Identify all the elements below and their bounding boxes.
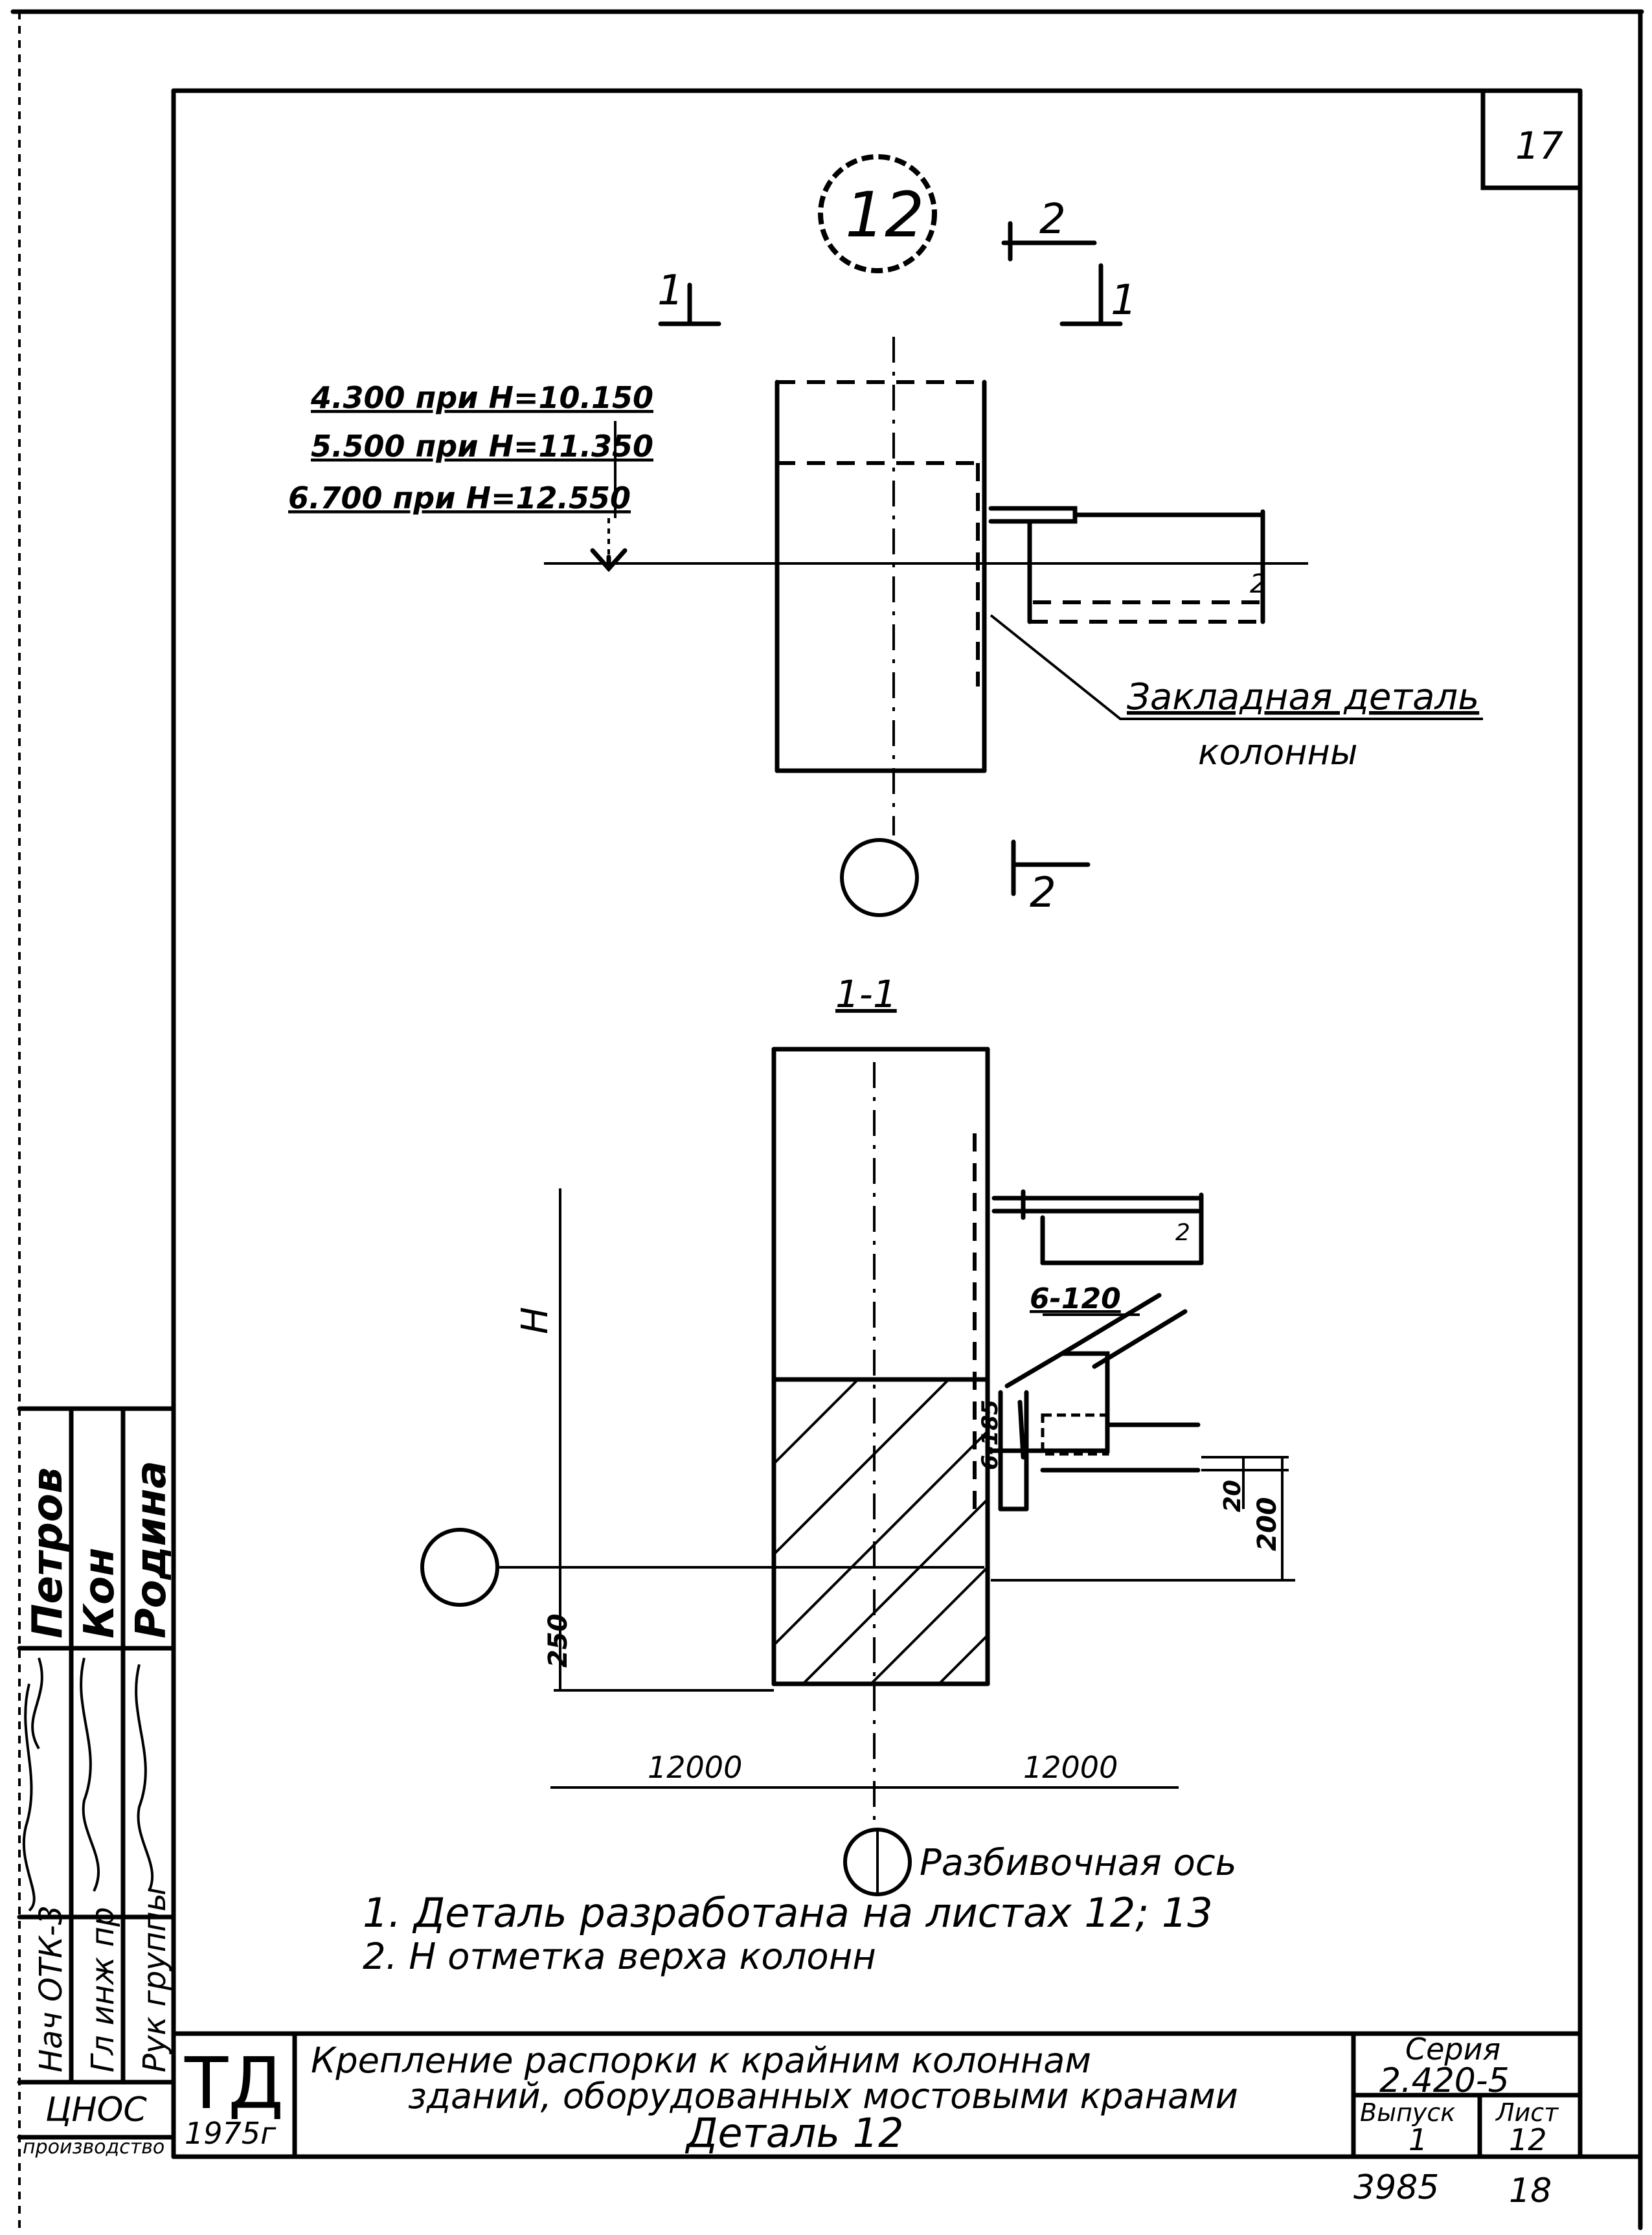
span-right: 12000: [1023, 1750, 1118, 1785]
cut-2-top-label: 2: [1039, 196, 1066, 244]
concrete-hatching: [773, 1378, 989, 1685]
stamp-org-2: производство: [23, 2136, 164, 2159]
embedded-part-label-2: колонны: [1198, 732, 1357, 773]
cut-2-bottom-label: 2: [1030, 869, 1056, 917]
left-stamp: Петров Кон Родина Нач ОТК-3 Гл инж пр Ру…: [17, 1406, 176, 2159]
cut-1-right-label: 1: [1111, 277, 1137, 324]
sheet-edges: [10, 9, 1644, 2230]
elevation-note-3: 6.700 при Н=12.550: [288, 481, 631, 516]
detail-marker: 12: [818, 154, 937, 273]
elevation-note-2: 5.500 при Н=11.350: [311, 429, 653, 464]
cut-1-left-label: 1: [657, 267, 684, 315]
signature-mark: [22, 1657, 43, 1912]
dim-20: 20: [1219, 1480, 1246, 1512]
issue-label: Выпуск: [1360, 2098, 1455, 2127]
embedded-part-label: Закладная деталь: [1127, 676, 1479, 718]
stamp-sign-1: Петров: [24, 1468, 72, 1639]
stamp-year: 1975г: [185, 2116, 277, 2151]
signature-mark-3: [135, 1664, 154, 1892]
notes: 1. Деталь разработана на листах 12; 13 2…: [363, 1889, 1213, 1978]
title-line-2: зданий, оборудованных мостовыми кранами: [408, 2076, 1238, 2116]
drawing-frame: [171, 88, 1643, 2159]
logo-td: ТД: [184, 2042, 284, 2125]
plan-view: 2 Закладная деталь колонны: [544, 337, 1483, 835]
plate-label-1: 6-120: [1030, 1282, 1121, 1315]
section-title: 1-1: [835, 972, 897, 1016]
stamp-sign-2: Кон: [76, 1548, 124, 1639]
elevation-note-1: 4.300 при Н=10.150: [310, 380, 653, 415]
dim-250: 250: [543, 1614, 573, 1668]
archive-sheet: 18: [1509, 2172, 1552, 2210]
issue-value: 1: [1409, 2122, 1427, 2157]
sheet-label: Лист: [1495, 2098, 1559, 2127]
sheet-number: 17: [1515, 124, 1563, 168]
stamp-sign-3: Родина: [128, 1460, 175, 1639]
axis-bubble-top: [840, 838, 919, 917]
note-2: 2. Н отметка верха колонн: [363, 1936, 876, 1978]
beam-tag-bottom: 2: [1175, 1220, 1190, 1246]
beam-tag-top: 2: [1250, 569, 1266, 599]
dim-h: Н: [514, 1307, 556, 1334]
sheet-value: 12: [1509, 2122, 1547, 2157]
stamp-role-2: Гл инж пр: [85, 1907, 121, 2072]
note-1: 1. Деталь разработана на листах 12; 13: [363, 1889, 1213, 1936]
stamp-org-1: ЦНОС: [45, 2091, 147, 2129]
title-block: ТД 1975г Крепление распорки к крайним ко…: [171, 2031, 1583, 2210]
stamp-role-3: Рук группы: [137, 1887, 173, 2072]
span-left: 12000: [648, 1750, 742, 1785]
series-label: Серия: [1405, 2032, 1500, 2067]
elevation-notes: 4.300 при Н=10.150 5.500 при Н=11.350 6.…: [288, 380, 653, 573]
section-1-1: 1-1 6-185: [420, 972, 1295, 1896]
stamp-role-1: Нач ОТК-3: [33, 1905, 69, 2072]
dim-200: 200: [1252, 1497, 1282, 1552]
plate-label-2: 6-185: [977, 1400, 1003, 1470]
series-value: 2.420-5: [1379, 2061, 1510, 2100]
signature-mark-2: [80, 1657, 100, 1892]
sheet-number-box: 17: [1480, 88, 1583, 190]
archive-number: 3985: [1353, 2168, 1439, 2207]
layout-axis-label: Разбивочная ось: [920, 1842, 1237, 1884]
detail-mark-number: 12: [845, 179, 924, 251]
cut-marks: 1 1 2 2: [657, 196, 1137, 917]
title-line-3: Деталь 12: [685, 2109, 903, 2157]
title-line-1: Крепление распорки к крайним колоннам: [311, 2040, 1091, 2081]
